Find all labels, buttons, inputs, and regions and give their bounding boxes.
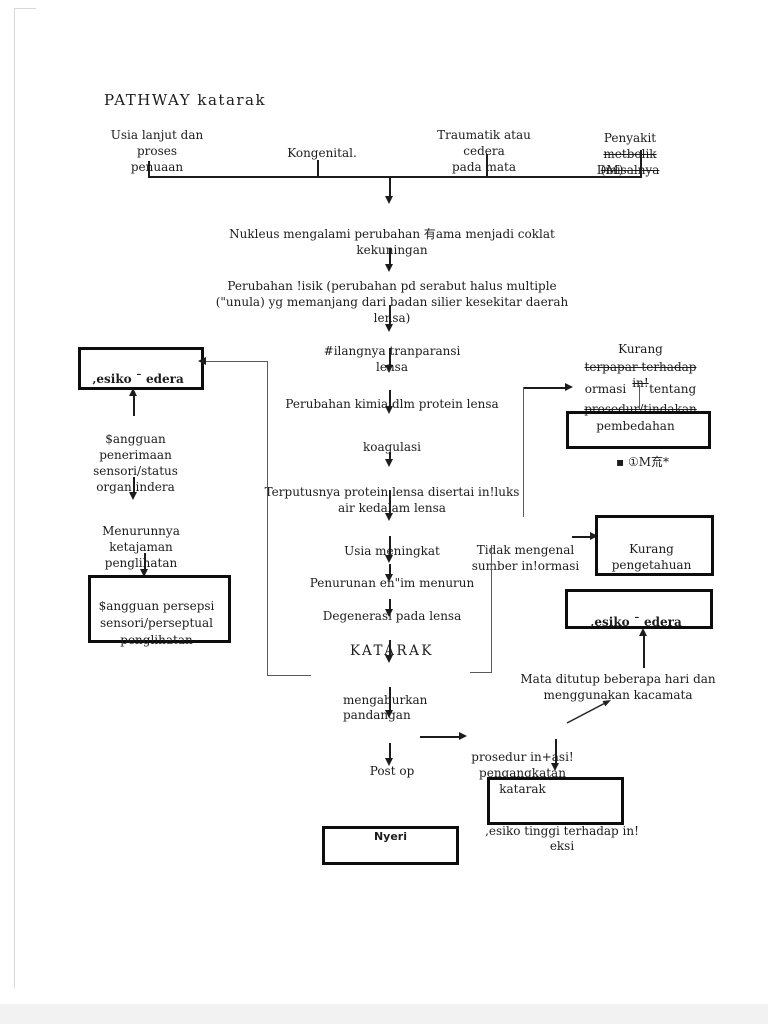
- connector: [389, 390, 391, 408]
- label-nyeri: Nyeri: [373, 830, 408, 843]
- connector: [389, 640, 391, 659]
- arrowhead-down: [551, 763, 559, 771]
- page-bottom-strip: [0, 1004, 768, 1024]
- arrowhead-down: [385, 196, 393, 204]
- connector: [523, 387, 566, 389]
- arrowhead-right: [590, 532, 598, 540]
- connector: [144, 553, 146, 573]
- flow-step-nukleus: Nukleus mengalami perubahan 有ama menjadi…: [229, 227, 555, 257]
- connector: [523, 387, 524, 517]
- flow-step-kimia: Perubahan kimia dlm protein lensa: [285, 397, 499, 411]
- label-kurang-terpapar-l3: ormasi tentang: [584, 382, 697, 396]
- connector: [389, 248, 391, 266]
- label-mata-ditutup: Mata ditutup beberapa hari dan menggunak…: [520, 672, 716, 702]
- cause-congenital: Kongenital.: [287, 146, 357, 160]
- label-post-op: Post op: [369, 764, 415, 778]
- flow-step-terputus: Terputusnya protein lensa disertai in!lu…: [264, 485, 520, 515]
- connector: [555, 739, 557, 767]
- connector: [267, 361, 268, 676]
- connector: [572, 536, 592, 538]
- label-resiko-cedera-right: ‚esiko ¯ edera: [590, 615, 682, 629]
- cause-trauma: Traumatik atau cedera pada mata: [437, 128, 531, 174]
- label-kurang-terpapar-l1: Kurang: [618, 342, 663, 356]
- connector: [133, 477, 135, 495]
- connector: [206, 361, 268, 362]
- arrowhead-up: [129, 388, 137, 396]
- connector: [420, 736, 460, 738]
- label-resiko-infeksi: ‚esiko tinggi terhadap in! eksi: [485, 824, 639, 853]
- connector: [470, 672, 492, 673]
- label-mengaburkan: mengaburkan pandangan: [343, 693, 428, 722]
- label-pembedahan: pembedahan: [596, 419, 675, 433]
- box-nyeri: [322, 826, 459, 865]
- arrowhead-down: [385, 365, 393, 373]
- bracket-center-stem: [389, 176, 391, 197]
- bracket-line: [148, 176, 642, 178]
- page-left-edge: [14, 8, 15, 988]
- bracket-tick-congenital: [317, 160, 319, 177]
- cause-aging: Usia lanjut dan proses penuaan: [110, 128, 204, 174]
- box-pembedahan: [566, 411, 711, 449]
- box-post-surgery: [487, 777, 624, 825]
- bracket-tick-metabolic: [640, 150, 642, 177]
- box-resiko-cedera-right: [565, 589, 713, 629]
- connector: [267, 675, 311, 676]
- cause-metabolic-line1: Penyakit: [603, 131, 657, 145]
- arrowhead-up: [639, 628, 647, 636]
- diagonal-arrow: [566, 700, 611, 724]
- flow-step-perubahan-fisik: Perubahan !isik (perubahan pd serabut ha…: [215, 279, 569, 325]
- flow-step-koagulasi: koagulasi: [362, 440, 422, 454]
- label-kurang-pengetahuan: Kurang pengetahuan: [611, 542, 692, 572]
- page-top-edge: [14, 8, 36, 9]
- arrowhead-down: [385, 324, 393, 332]
- label-gangguan-penerimaan: $angguan penerimaan sensori/status organ…: [93, 432, 178, 494]
- label-prosedur-invasif: prosedur in+asi! pengangkatan katarak: [471, 750, 574, 796]
- connector: [389, 599, 391, 612]
- arrowhead-right: [459, 732, 467, 740]
- connector: [389, 348, 391, 368]
- arrowhead-down: [385, 655, 393, 663]
- connector: [389, 452, 391, 462]
- arrowhead-down: [385, 609, 393, 617]
- arrowhead-right: [565, 383, 573, 391]
- connector: [639, 385, 640, 409]
- connector: [389, 305, 391, 327]
- box-resiko-cedera-left: [78, 347, 204, 390]
- arrowhead-down: [129, 492, 137, 500]
- cause-metabolic-line2: metbolik (misalnya: [600, 147, 660, 177]
- box-gangguan-persepsi: [88, 575, 231, 643]
- label-resiko-cedera-left: ‚esiko ¯ edera: [92, 372, 184, 386]
- connector: [389, 564, 391, 577]
- cause-metabolic-line3: DM): [596, 163, 624, 177]
- label-gangguan-persepsi: $angguan persepsi sensori/perseptual pen…: [98, 599, 215, 647]
- arrowhead-down: [385, 459, 393, 467]
- label-tidak-mengenal: Tidak mengenal sumber in!ormasi: [471, 543, 580, 573]
- bracket-tick-aging: [148, 161, 150, 177]
- connector: [389, 536, 391, 558]
- label-glyphs: ▪ ①M㐬*: [616, 455, 669, 469]
- connector: [491, 545, 492, 673]
- arrowhead-left: [198, 357, 206, 365]
- arrowhead-down: [385, 555, 393, 563]
- connector: [133, 394, 135, 416]
- arrowhead-down: [385, 574, 393, 582]
- arrowhead-down: [140, 569, 148, 577]
- flow-step-degenerasi: Degenerasi pada lensa: [322, 609, 462, 623]
- connector: [389, 743, 391, 761]
- page-title: PATHWAY katarak: [104, 91, 267, 109]
- arrowhead-down: [385, 710, 393, 718]
- box-kurang-pengetahuan: [595, 515, 714, 576]
- arrowhead-down: [385, 406, 393, 414]
- connector: [389, 687, 391, 713]
- connector: [389, 490, 391, 516]
- arrowhead-down: [385, 758, 393, 766]
- bracket-tick-trauma: [486, 154, 488, 177]
- label-menurunnya-ketajaman: Menurunnya ketajaman penglihatan: [102, 524, 180, 570]
- label-kurang-terpapar-l2: terpapar terhadap in!: [584, 360, 697, 390]
- connector: [643, 634, 645, 668]
- flow-step-usia-meningkat: Usia meningkat: [344, 544, 440, 558]
- arrowhead-down: [385, 513, 393, 521]
- flow-step-hilang-transparansi: #ilangnya tranparansi lensa: [323, 344, 461, 374]
- arrowhead-down: [385, 264, 393, 272]
